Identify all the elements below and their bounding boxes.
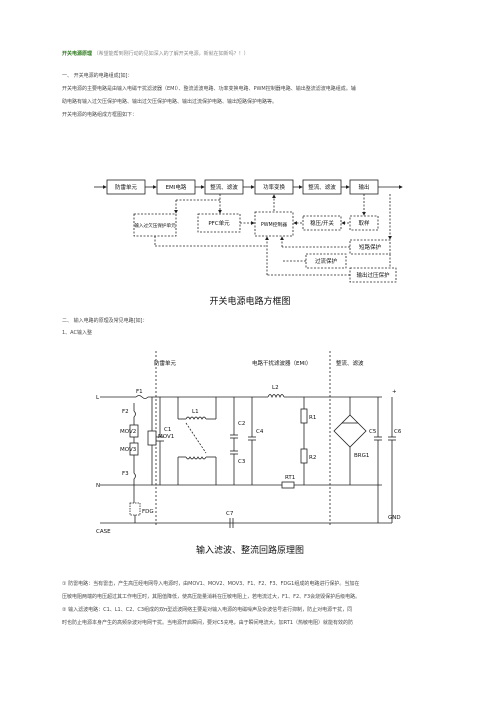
circuit-label: 整流、滤波	[336, 359, 364, 367]
circuit-diagram: 防雷单元 电路干扰滤波器（EMI） 整流、滤波 L N CASE GND + F…	[92, 327, 408, 567]
circuit-label: L1	[192, 409, 199, 415]
circuit-label: C7	[226, 511, 234, 517]
circuit-caption: 输入滤波、整流回路原理图	[196, 544, 304, 556]
circuit-label: L2	[272, 385, 279, 391]
block-label: 过流保护	[315, 257, 338, 265]
block-label: 整流、滤波	[210, 183, 238, 191]
block-label: 防雷单元	[115, 183, 138, 191]
short-protect-block	[349, 239, 391, 255]
circuit-label: F3	[122, 471, 129, 477]
block-label: PWM控制器	[261, 221, 287, 228]
circuit-label: GND	[388, 515, 401, 521]
circuit-diagram-svg: 防雷单元 电路干扰滤波器（EMI） 整流、滤波 L N CASE GND + F…	[96, 351, 402, 556]
circuit-label: MOV2	[120, 429, 136, 435]
circuit-label: R2	[309, 455, 316, 461]
doc-title: 开关电源原理	[62, 51, 93, 57]
isolate-block	[302, 215, 342, 231]
circuit-label: R1	[309, 415, 316, 421]
circuit-label: C2	[238, 421, 245, 427]
circuit-label: BRG1	[354, 453, 369, 459]
block-label: 整流、滤波	[308, 183, 336, 191]
block-label: 输出	[358, 183, 369, 191]
circuit-label: MOV1	[158, 434, 174, 440]
block-diagram: 防雷单元 EMI电路 整流、滤波 功率变换 整流、滤波 输出 输入过欠压保护单元…	[92, 140, 408, 312]
circuit-label: C1	[164, 427, 171, 433]
block-label: EMI电路	[166, 183, 187, 191]
block-label: 稳压/开关	[310, 219, 334, 227]
bottom-line: ① 防雷电路：当有雷击，产生高压经电网导入电源时，由MOV1、MOV2、MOV3…	[62, 581, 360, 587]
circuit-label: C5	[369, 429, 377, 435]
circuit-label: C3	[238, 459, 246, 465]
block-label: 取样	[358, 219, 370, 227]
circuit-label: L	[96, 395, 100, 401]
circuit-label: 电路干扰滤波器（EMI）	[252, 359, 311, 367]
circuit-label: 防雷单元	[154, 359, 177, 367]
circuit-label: CASE	[96, 529, 111, 535]
para-line: 助电路有输入过欠压保护电路、输出过欠压保护电路、输出过流保护电路、输出短路保护电…	[62, 99, 278, 105]
circuit-label: +	[392, 389, 397, 395]
overcurrent-block	[305, 253, 347, 269]
block-label: 短路保护	[359, 243, 382, 251]
circuit-label: N	[96, 483, 100, 489]
circuit-label: F2	[122, 409, 129, 415]
circuit-label: FDG	[142, 509, 154, 515]
para-line: 开关电源的主要电路是由输入电磁干扰滤波器（EMI）、整流滤波电路、功率变换电路、…	[62, 86, 356, 92]
para-line: 开关电源的电路组成方框图如下：	[62, 112, 138, 118]
pwm-block	[254, 211, 294, 237]
circuit-label: F1	[136, 389, 143, 395]
block-label: 输出过压保护	[356, 271, 390, 279]
circuit-label: C4	[256, 429, 264, 435]
circuit-label: RT1	[285, 475, 295, 481]
block-label: 功率变换	[263, 183, 286, 191]
sample-block	[349, 215, 379, 231]
block-diagram-caption: 开关电源电路方框图	[209, 295, 290, 307]
circuit-label: MOV3	[120, 447, 137, 453]
para-line: 一、 开关电源的电路组成[如]：	[62, 73, 133, 79]
bottom-line: ② 输入滤波电路：C1、L1、C2、C3组成的双π型滤波网络主要是对输入电源的电…	[62, 607, 353, 613]
bottom-line: 时也防止电源本身产生的高频杂波对电网干扰。当电源开启瞬间，要对C5充电，由于瞬间…	[62, 620, 354, 626]
circuit-label: C6	[394, 429, 402, 435]
doc-title-line: 开关电源原理 （希望能帮到刚行动的见如深入的了解开关电源，新就在如新吗？！）	[62, 51, 249, 58]
bottom-line: 压敏电阻两端的电压超过其工作电压时，其阻值降低，使高压能量消耗在压敏电阻上，若电…	[62, 594, 361, 600]
doc-title-note: （希望能帮到刚行动的见如深入的了解开关电源，新就在如新吗？！）	[93, 51, 249, 57]
block-label: 输入过欠压保护单元	[134, 222, 176, 229]
block-label: PFC单元	[208, 219, 230, 227]
section2-line: 二、 输入电路的原理及常见电路[如]：	[62, 318, 148, 324]
block-diagram-svg: 防雷单元 EMI电路 整流、滤波 功率变换 整流、滤波 输出 输入过欠压保护单元…	[94, 179, 403, 307]
